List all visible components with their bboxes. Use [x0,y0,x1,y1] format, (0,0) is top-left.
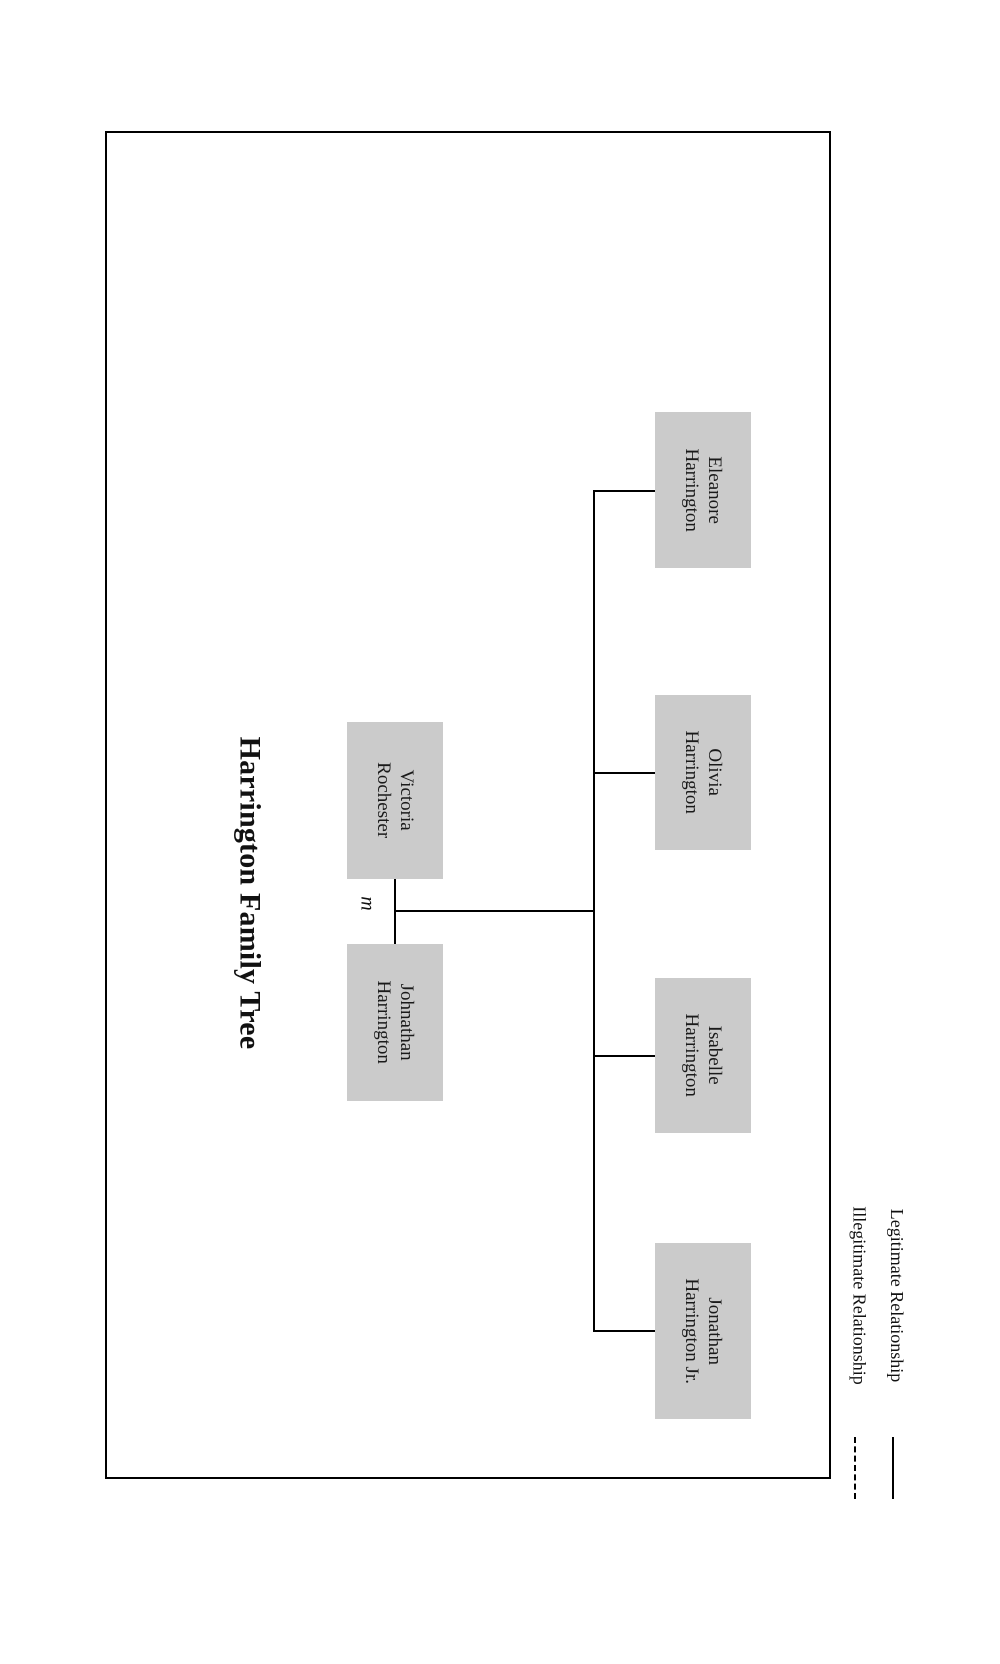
person-name-line2: Harrington [681,1013,702,1098]
person-name-line1: Isabelle [704,1025,726,1086]
children-bus-line [593,490,595,1331]
marriage-symbol-text: m [356,895,379,911]
legend-label-legitimate: Legitimate Relationship [880,1163,914,1428]
person-name-line2: Rochester [372,762,394,839]
person-node-isabelle-harrington[interactable]: Isabelle Harrington [655,978,751,1133]
branch-line-olivia [593,772,655,774]
person-node-eleanore-harrington[interactable]: Eleanore Harrington [655,412,751,568]
marriage-connector-line [394,879,396,944]
legend-swatch-solid-line [892,1437,896,1499]
person-name-line2: Harrington [681,448,702,532]
legend-item-illegitimate: Illegitimate Relationship [842,1163,876,1503]
person-name-line1: Jonathan [704,1297,726,1365]
legend-label-illegitimate-text: Illegitimate Relationship [849,1206,870,1385]
person-node-johnathan-harrington[interactable]: Johnathan Harrington [347,944,443,1101]
page-title-text: Harrington Family Tree [233,736,267,1050]
person-name-eleanore-harrington: Eleanore Harrington [680,448,726,531]
person-name-line2: Harrington [681,730,702,815]
page-title: Harrington Family Tree [219,693,279,1093]
legend: Illegitimate Relationship Legitimate Rel… [842,1163,912,1503]
marriage-symbol: m [350,883,384,923]
person-name-line2: Harrington Jr. [681,1278,703,1384]
diagram-frame: Harrington Family Tree Victoria Rocheste… [105,131,908,1499]
person-name-line2: Harrington [373,980,394,1065]
person-name-isabelle-harrington: Isabelle Harrington [680,1014,726,1097]
person-node-jonathan-harrington-jr[interactable]: Jonathan Harrington Jr. [655,1243,751,1419]
descent-stem-line [396,910,595,912]
legend-swatch-dashed-line [854,1437,858,1499]
legend-label-illegitimate: Illegitimate Relationship [842,1163,876,1428]
person-name-johnathan-harrington: Johnathan Harrington [372,981,418,1064]
legend-item-legitimate: Legitimate Relationship [880,1163,914,1503]
person-name-jonathan-harrington-jr: Jonathan Harrington Jr. [680,1278,726,1384]
person-name-line1: Eleanore [704,456,726,524]
person-name-line1: Olivia [704,748,726,797]
branch-line-eleanore [593,490,655,492]
legend-label-legitimate-text: Legitimate Relationship [887,1208,908,1383]
person-name-line1: Victoria [396,769,418,832]
person-node-victoria-rochester[interactable]: Victoria Rochester [347,722,443,879]
branch-line-isabelle [593,1055,655,1057]
branch-line-jonathan-jr [593,1330,655,1332]
person-name-victoria-rochester: Victoria Rochester [372,763,418,839]
person-node-olivia-harrington[interactable]: Olivia Harrington [655,695,751,850]
person-name-olivia-harrington: Olivia Harrington [680,731,726,814]
person-name-line1: Johnathan [396,983,418,1062]
